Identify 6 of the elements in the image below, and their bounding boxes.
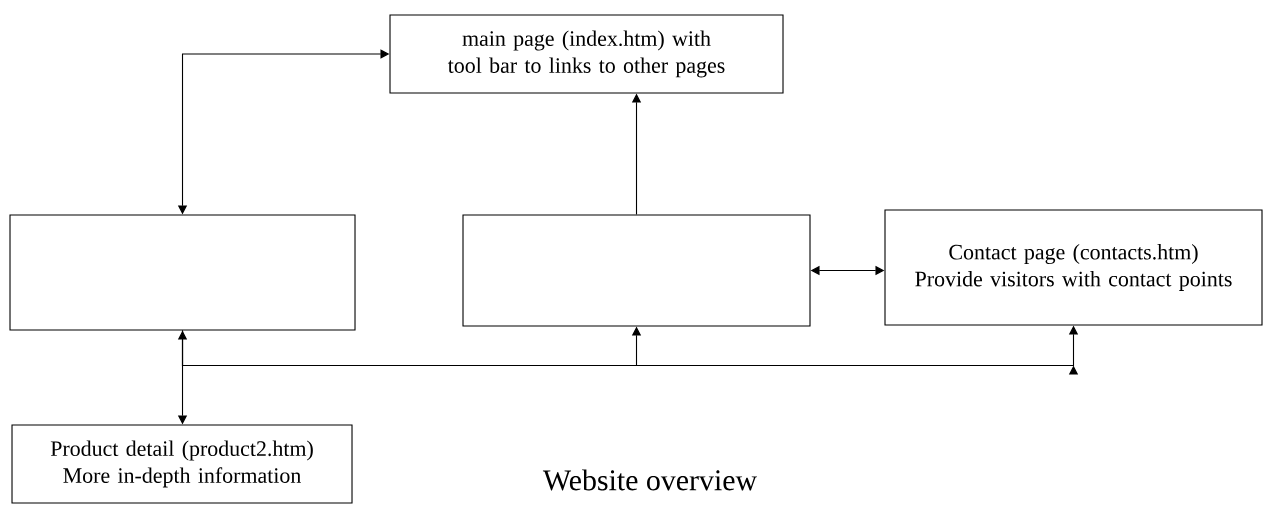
empty-box	[9, 214, 356, 331]
page-box: Contact page (contacts.htm) Provide visitors with contact points	[884, 209, 1263, 326]
page-box: main page (index.htm) with tool bar to links to other pages	[389, 14, 784, 94]
empty-box	[462, 214, 811, 327]
title: Website overview	[542, 469, 757, 491]
page-box: Product detail (product2.htm) More in-depth information	[11, 424, 353, 504]
